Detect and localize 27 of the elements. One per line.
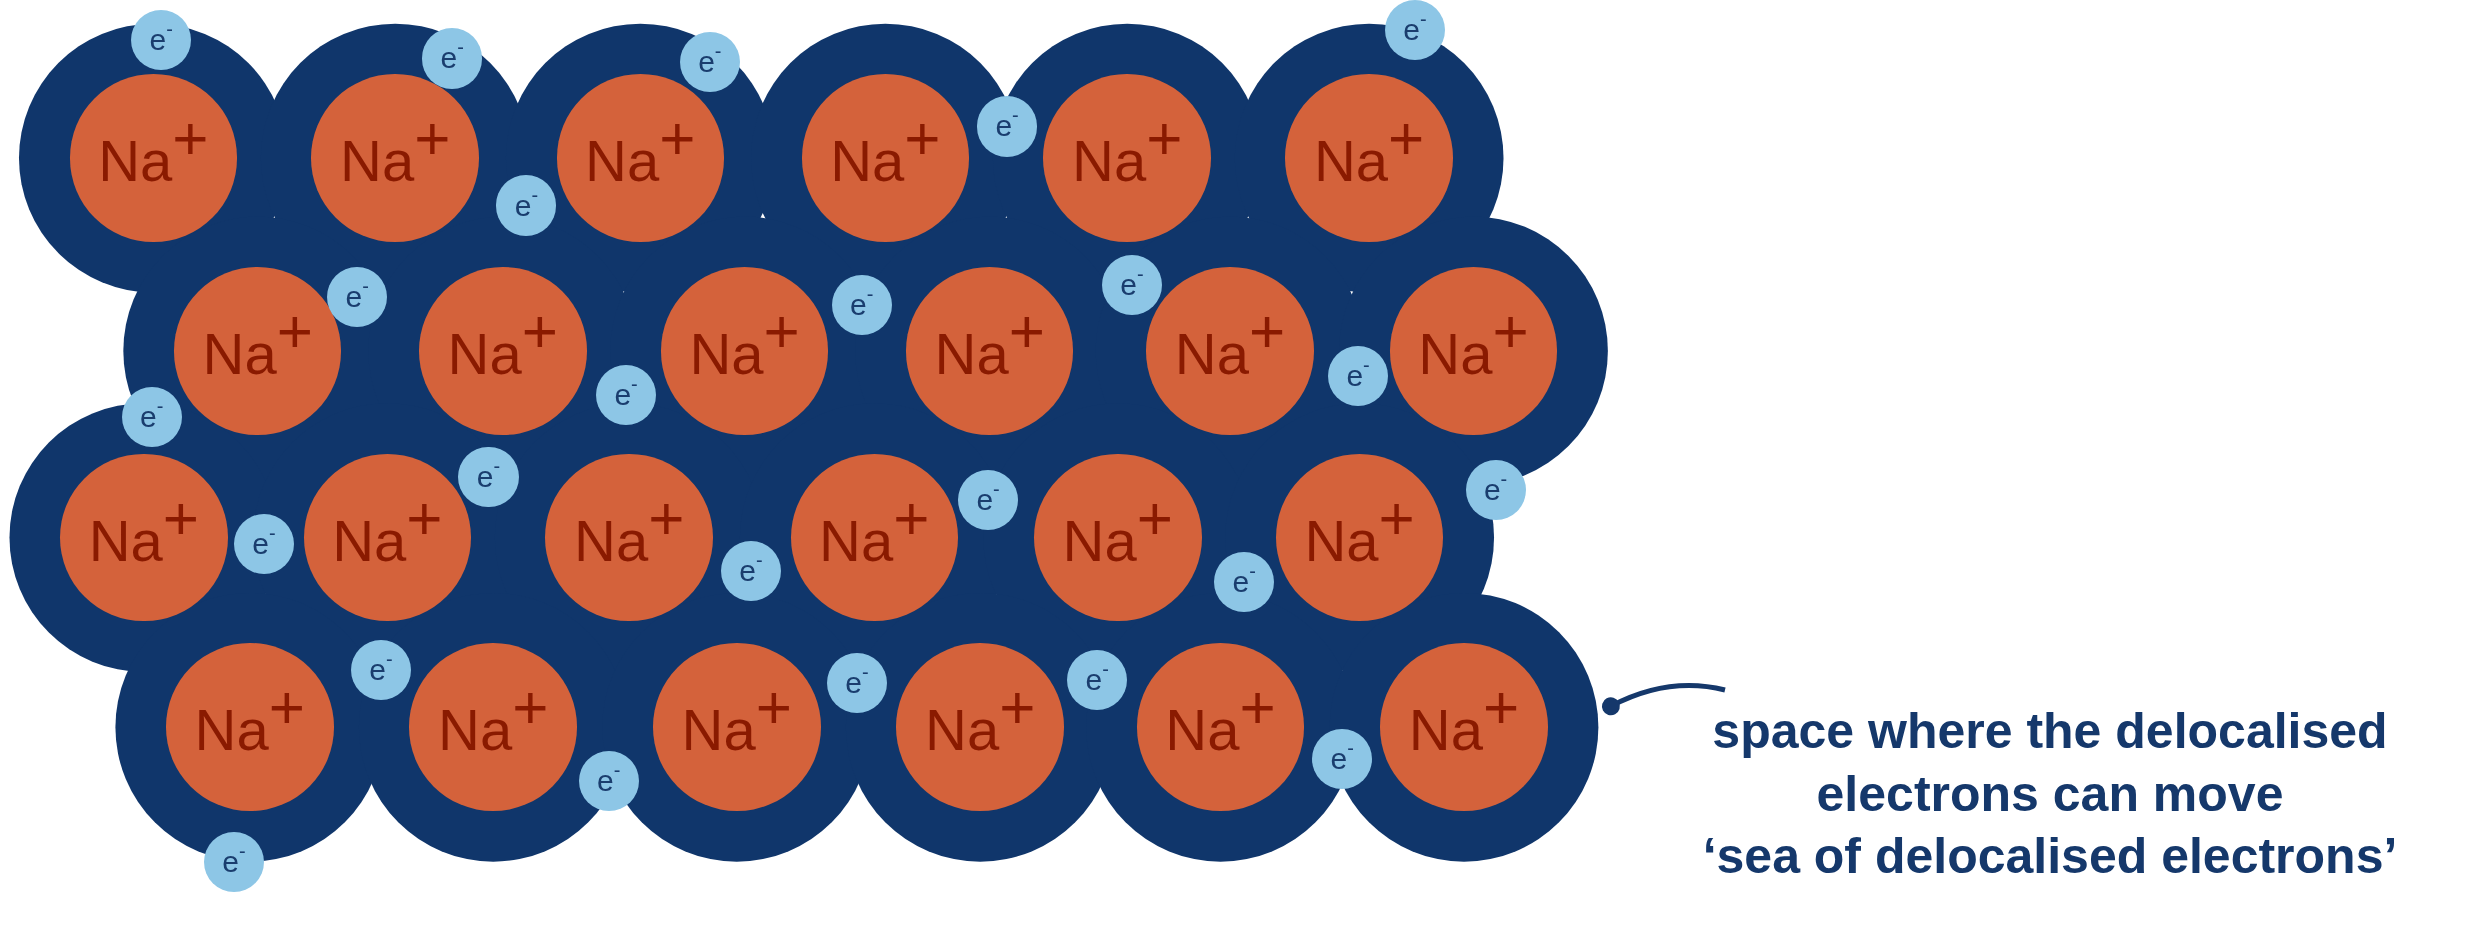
electron-label: e$^{-}$ <box>1346 361 1370 392</box>
electron-label: e$^{-}$ <box>597 766 621 796</box>
electron-label: e$^{-}$ <box>1403 15 1427 46</box>
electron-label: e$^{-}$ <box>976 484 1000 515</box>
electron-label: e$^{-}$ <box>222 846 246 877</box>
electron-label: e$^{-}$ <box>614 380 638 411</box>
electron-label: e$^{-}$ <box>514 190 539 221</box>
electron-label: e$^{-}$ <box>849 290 874 321</box>
electron-label: e$^{-}$ <box>252 528 276 559</box>
electron-label: e$^{-}$ <box>995 111 1019 142</box>
annotation-text: space where the delocalised electrons can move <box>1711 702 2389 824</box>
electron-label: e$^{-}$ <box>845 667 869 698</box>
annotation-text: ‘sea of delocalised electrons’ <box>1702 827 2398 886</box>
electron-label: e$^{-}$ <box>1085 664 1109 695</box>
electron-label: e$^{-}$ <box>739 555 763 586</box>
electron-label: e$^{-}$ <box>698 46 722 77</box>
electron-label: e$^{-}$ <box>149 24 173 55</box>
electron-label: e$^{-}$ <box>1120 269 1144 300</box>
electron-label: e$^{-}$ <box>1232 566 1256 597</box>
electron-label: e$^{-}$ <box>1330 743 1354 774</box>
electron-label: e$^{-}$ <box>140 402 164 433</box>
electron-label: e$^{-}$ <box>369 655 393 686</box>
leader-line <box>1601 683 1726 716</box>
electron-label: e$^{-}$ <box>440 43 464 74</box>
electron-label: e$^{-}$ <box>476 462 501 493</box>
electron-label: e$^{-}$ <box>1483 475 1508 506</box>
electron-label: e$^{-}$ <box>345 282 369 313</box>
